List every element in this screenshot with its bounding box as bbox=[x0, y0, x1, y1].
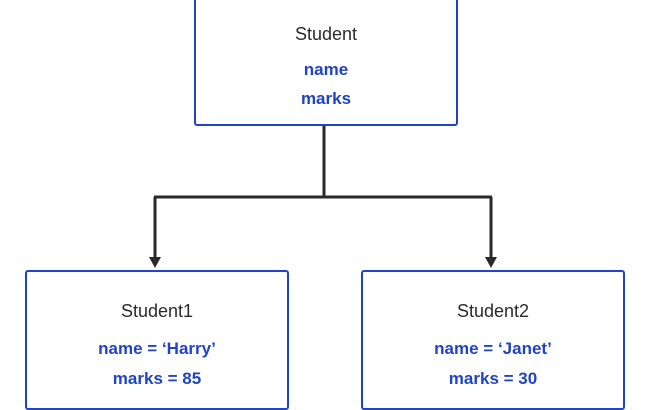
right-arrowhead-icon bbox=[485, 257, 497, 268]
parent-attribute-marks: marks bbox=[300, 89, 352, 108]
parent-attribute-name: name bbox=[303, 60, 349, 79]
child-attribute-marks: marks = 30 bbox=[448, 369, 538, 388]
child-object-title: Student2 bbox=[456, 301, 530, 321]
child-attribute-marks: marks = 85 bbox=[112, 369, 202, 388]
left-arrowhead-icon bbox=[149, 257, 161, 268]
parent-class-title: Student bbox=[294, 24, 358, 44]
connector-lines bbox=[149, 126, 497, 268]
child-object-box-student2: Student2 name = ‘Janet’ marks = 30 bbox=[361, 270, 625, 410]
child-object-box-student1: Student1 name = ‘Harry’ marks = 85 bbox=[25, 270, 289, 410]
child-object-title: Student1 bbox=[120, 301, 194, 321]
parent-class-box: Student name marks bbox=[194, 0, 458, 126]
child-attribute-name: name = ‘Harry’ bbox=[98, 339, 216, 358]
child-attribute-name: name = ‘Janet’ bbox=[434, 339, 552, 358]
